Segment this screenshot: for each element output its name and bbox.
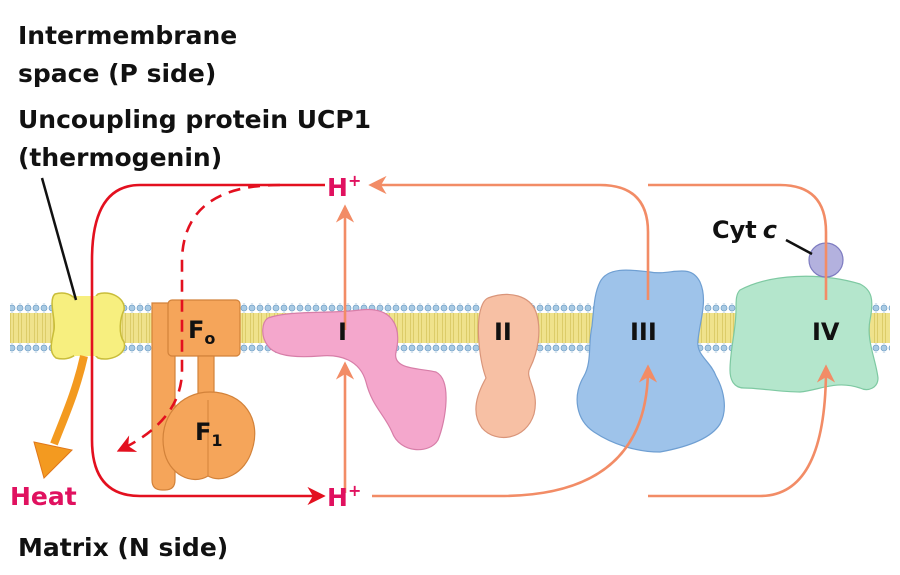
ucp1-pointer [40, 177, 78, 301]
complex-2 [475, 293, 540, 438]
intermembrane-label-line2: space (P side) [18, 59, 216, 88]
proton-bottom-label: H+ [327, 481, 361, 512]
f1-label: F1 [195, 418, 223, 450]
heat-arrow [33, 355, 88, 479]
proton-pump-arrows [335, 175, 836, 498]
ucp1-channel [50, 292, 126, 360]
ucp1-label-line2: (thermogenin) [18, 143, 222, 172]
proton-top-label: H+ [327, 171, 361, 202]
complex-4 [729, 275, 879, 393]
complex-3-label: III [630, 318, 657, 346]
fo-label: Fo [188, 316, 215, 348]
proton-leak-arrows [90, 183, 326, 506]
ucp1-label-line1: Uncoupling protein UCP1 [18, 105, 371, 134]
complex-3 [576, 269, 725, 453]
complex-1-label: I [338, 318, 347, 346]
complex-4-label: IV [812, 318, 840, 346]
heat-label: Heat [10, 482, 77, 511]
complex-1 [262, 308, 447, 451]
matrix-label: Matrix (N side) [18, 533, 228, 562]
cyt-c-pointer [785, 238, 813, 256]
complex-2-label: II [494, 318, 512, 346]
atp-synthase [151, 299, 256, 491]
intermembrane-label-line1: Intermembrane [18, 21, 237, 50]
